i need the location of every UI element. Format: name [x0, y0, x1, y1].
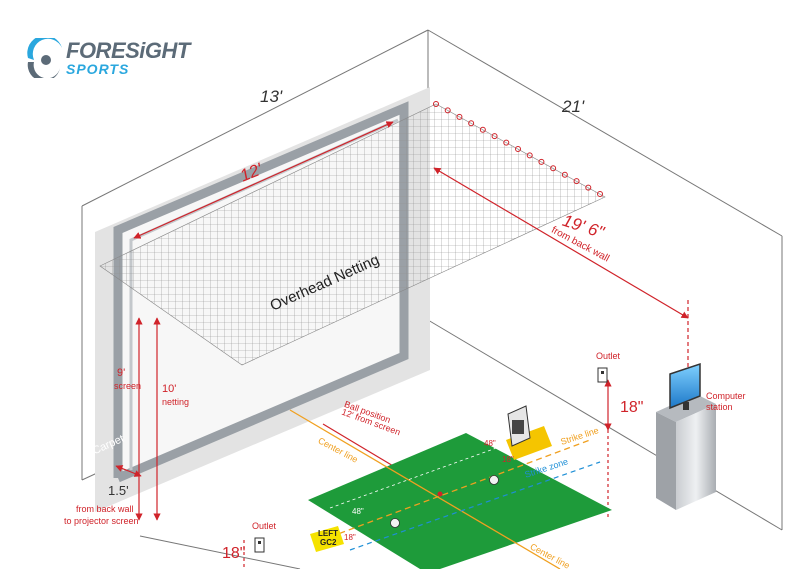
net-hook-icon [503, 139, 510, 146]
screen-height-label: 9' [117, 367, 126, 379]
gc2-device [506, 405, 552, 460]
computer-label-2: station [706, 402, 733, 412]
floor-lines [289, 409, 601, 569]
net-hook-icon [526, 152, 533, 159]
net-hook-icon [433, 101, 439, 107]
room-width-label: 13' [260, 87, 283, 106]
net-hook-icon [515, 146, 521, 152]
computer-station [656, 362, 716, 510]
outlet-right-label: Outlet [596, 351, 621, 361]
hitting-mat [308, 433, 612, 569]
net-hook-icon [468, 120, 475, 127]
computer-label-1: Computer [706, 391, 746, 401]
screen-height-note: screen [114, 381, 142, 391]
outlet-left [254, 537, 265, 553]
netting-height-label: 10' [162, 383, 177, 395]
outlet-left-label: Outlet [252, 521, 277, 531]
net-hook-icon [456, 113, 463, 120]
outlet-right-height: 18" [620, 399, 644, 416]
left-side-dim: 48" [352, 507, 364, 516]
left-front-dim: 18" [344, 533, 356, 542]
gc2-front-dim: 18" [502, 455, 514, 464]
net-hook-icon [538, 158, 545, 165]
logo-brand-top: FORESiGHT [66, 38, 190, 63]
projector-gap-label: 1.5' [108, 483, 129, 498]
golf-balls [390, 475, 499, 528]
net-hook-icon [491, 133, 498, 140]
gc2-side-dim: 48" [484, 439, 496, 448]
left-gc2-tag [310, 526, 344, 552]
outlet-left-height: 18" [222, 545, 246, 562]
left-gc2-label-2: GC2 [320, 538, 337, 547]
projector-gap-note-2: to projector screen [64, 516, 139, 526]
logo-brand-bottom: SPORTS [66, 61, 130, 77]
dimension-lines [115, 121, 689, 569]
left-gc2-label-1: LEFT [318, 529, 338, 538]
net-hook-icon [444, 107, 451, 114]
logo-swoosh-icon [27, 38, 62, 78]
room-depth-label: 21' [562, 97, 585, 116]
projector-gap-note-1: from back wall [76, 504, 134, 514]
outlet-right [597, 367, 608, 383]
net-hook-icon [479, 126, 486, 133]
netting-height-note: netting [162, 397, 190, 407]
